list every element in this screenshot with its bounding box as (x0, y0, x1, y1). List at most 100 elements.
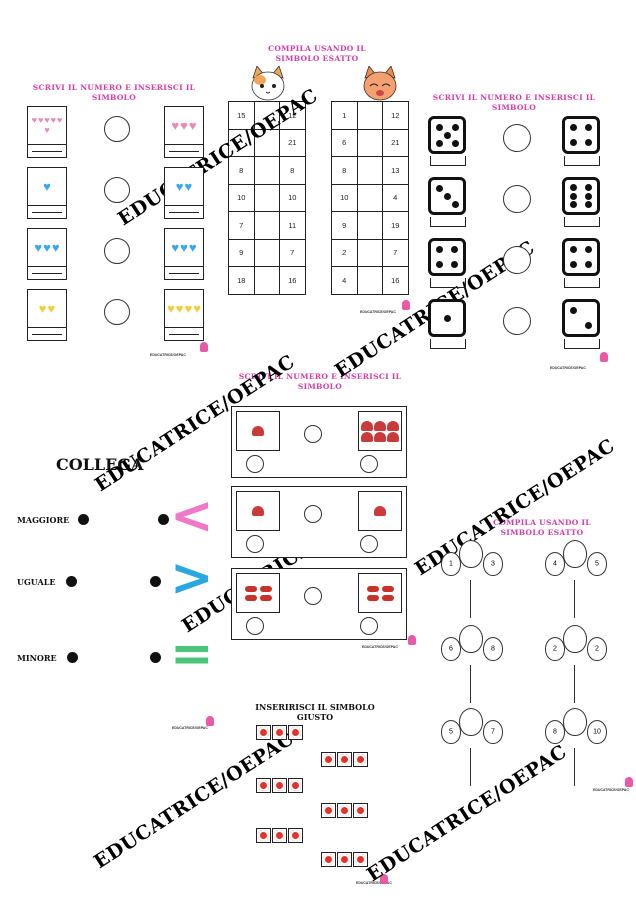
symbol-circle[interactable] (104, 299, 130, 325)
item-image-left (236, 573, 280, 613)
heart-icon: ♥ (34, 240, 43, 255)
balloon-icon[interactable] (459, 708, 483, 736)
symbol-cell[interactable] (253, 238, 280, 267)
balloon-number: 5 (595, 560, 599, 568)
muffin-icon (252, 506, 264, 516)
number-write-line[interactable] (564, 217, 600, 227)
symbol-circle[interactable] (104, 177, 130, 203)
number-write-line[interactable] (430, 278, 466, 288)
number-write-line[interactable] (430, 217, 466, 227)
balloon-number: 5 (449, 728, 453, 736)
muffin-icon (374, 431, 386, 442)
tomato-box (321, 752, 336, 767)
dice-pip (584, 183, 592, 191)
number-write-line[interactable] (32, 334, 62, 335)
number-circle[interactable] (246, 617, 264, 635)
balloon-icon[interactable] (459, 540, 483, 568)
number-write-line[interactable] (32, 151, 62, 152)
symbol-circle[interactable] (503, 307, 531, 335)
symbol-circle[interactable] (304, 425, 322, 443)
dice-pip (443, 314, 451, 322)
tomato-row (321, 852, 368, 867)
tomato-icon (339, 805, 350, 816)
tomato-icon (274, 830, 285, 841)
tomato-icon (355, 805, 366, 816)
number-write-line[interactable] (564, 156, 600, 166)
balloon-icon[interactable] (563, 540, 587, 568)
number-cell: 10 (331, 183, 358, 212)
symbol-cell[interactable] (356, 183, 383, 212)
symbol-cell[interactable] (356, 211, 383, 240)
symbol-cell[interactable] (253, 266, 280, 295)
title-inserisci: INSERIRISCI IL SIMBOLO GIUSTO (255, 702, 375, 722)
item-image-right (358, 491, 402, 531)
dice-pip (570, 246, 578, 254)
number-write-line[interactable] (564, 278, 600, 288)
number-write-line[interactable] (430, 339, 466, 349)
number-write-line[interactable] (169, 212, 199, 213)
balloon-icon[interactable] (563, 708, 587, 736)
number-write-line[interactable] (169, 151, 199, 152)
symbol-circle[interactable] (503, 185, 531, 213)
item-image-right (358, 411, 402, 451)
tomato-icon (290, 727, 301, 738)
connect-dot[interactable] (150, 652, 161, 663)
symbol-cell[interactable] (356, 238, 383, 267)
number-circle[interactable] (360, 455, 378, 473)
dice-pip (584, 138, 592, 146)
tomato-box (256, 778, 271, 793)
balloon-number: 8 (553, 728, 557, 736)
number-write-line[interactable] (32, 212, 62, 213)
dice-pip (570, 192, 578, 200)
balloon-icon[interactable] (563, 625, 587, 653)
number-write-line[interactable] (169, 334, 199, 335)
heart-card-left: ♥♥♥♥♥♥ (27, 106, 67, 158)
balloon-string (470, 748, 471, 786)
symbol-cell[interactable] (253, 183, 280, 212)
number-circle[interactable] (360, 535, 378, 553)
heart-icon: ♥ (180, 240, 188, 255)
candy-icon (381, 594, 394, 601)
number-write-line[interactable] (32, 273, 62, 274)
symbol-cell[interactable] (356, 156, 383, 185)
symbol-cell[interactable] (356, 128, 383, 157)
symbol-cell[interactable] (253, 101, 280, 130)
signature: EDUCATRICE/OEPAC (550, 366, 586, 370)
dice-face-icon (428, 177, 466, 215)
heart-icon: ♥ (38, 301, 47, 316)
symbol-circle[interactable] (503, 246, 531, 274)
balloon-icon[interactable] (459, 625, 483, 653)
symbol-circle[interactable] (304, 505, 322, 523)
number-cell: 12 (382, 101, 409, 130)
number-write-line[interactable] (169, 273, 199, 274)
symbol-cell[interactable] (253, 156, 280, 185)
connect-dot[interactable] (150, 576, 161, 587)
symbol-cell[interactable] (253, 128, 280, 157)
symbol-circle[interactable] (104, 116, 130, 142)
heart-card-left: ♥♥ (27, 289, 67, 341)
symbol-circle[interactable] (503, 124, 531, 152)
number-circle[interactable] (246, 455, 264, 473)
number-circle[interactable] (360, 617, 378, 635)
connect-dot[interactable] (67, 652, 78, 663)
connect-dot[interactable] (66, 576, 77, 587)
dice-card (562, 177, 602, 229)
symbol-circle[interactable] (304, 587, 322, 605)
symbol-cell[interactable] (253, 211, 280, 240)
number-circle[interactable] (246, 535, 264, 553)
compare-box (231, 568, 407, 640)
dice-face-icon (562, 238, 600, 276)
number-write-line[interactable] (430, 156, 466, 166)
connect-dot[interactable] (78, 514, 89, 525)
connect-dot[interactable] (158, 514, 169, 525)
symbol-circle[interactable] (104, 238, 130, 264)
candy-icon (244, 585, 257, 592)
balloon-number: 1 (449, 560, 453, 568)
symbol-cell[interactable] (356, 101, 383, 130)
number-write-line[interactable] (564, 339, 600, 349)
symbol-cell[interactable] (356, 266, 383, 295)
